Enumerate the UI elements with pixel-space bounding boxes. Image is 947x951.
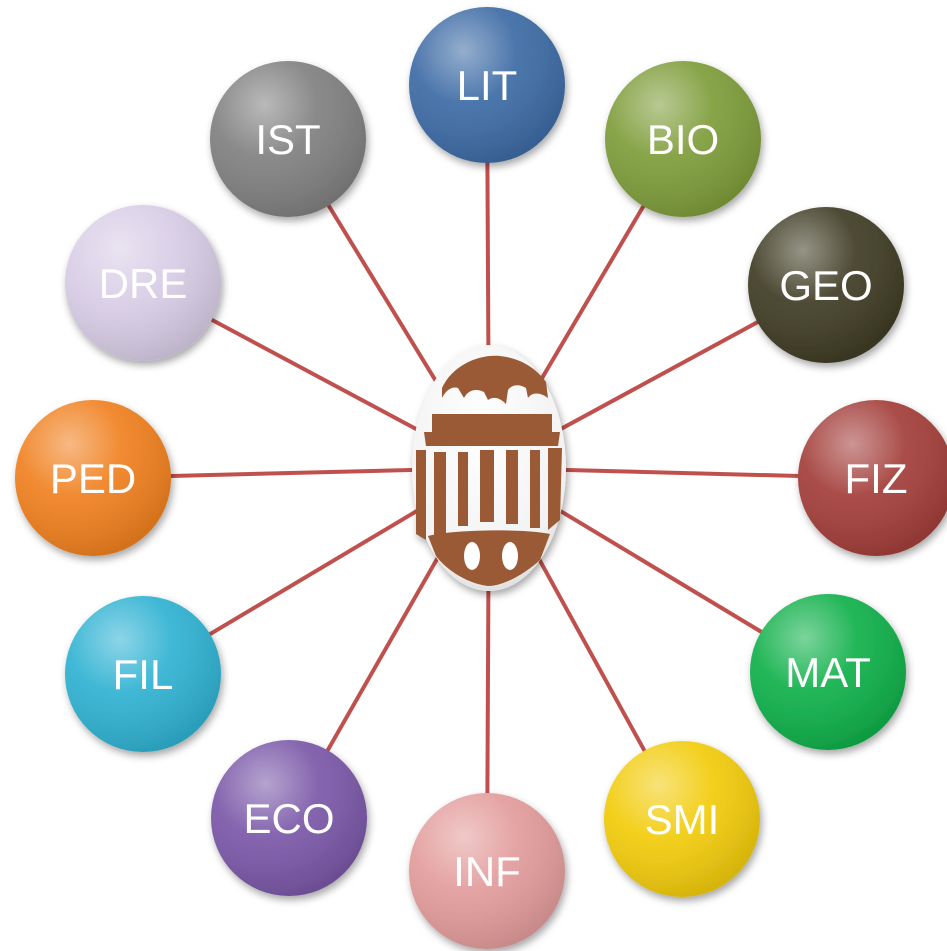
node-label-ped: PED xyxy=(50,455,136,502)
node-sheen-smi xyxy=(604,741,760,897)
node-sheen-ist xyxy=(210,61,366,217)
node-sheen-fiz xyxy=(798,400,947,556)
university-building-icon xyxy=(412,345,566,591)
node-ist: IST xyxy=(210,61,366,217)
node-label-lit: LIT xyxy=(457,62,518,109)
node-lit: LIT xyxy=(409,7,565,163)
node-sheen-fil xyxy=(65,596,221,752)
node-label-fil: FIL xyxy=(113,651,174,698)
node-smi: SMI xyxy=(604,741,760,897)
node-bio: BIO xyxy=(605,61,761,217)
node-sheen-bio xyxy=(605,61,761,217)
node-sheen-dre xyxy=(65,205,221,361)
node-sheen-eco xyxy=(211,740,367,896)
node-label-eco: ECO xyxy=(243,795,334,842)
node-label-bio: BIO xyxy=(647,116,719,163)
node-fil: FIL xyxy=(65,596,221,752)
node-inf: INF xyxy=(409,793,565,949)
node-label-geo: GEO xyxy=(779,262,872,309)
node-sheen-geo xyxy=(748,207,904,363)
node-sheen-ped xyxy=(15,400,171,556)
node-geo: GEO xyxy=(748,207,904,363)
node-label-fiz: FIZ xyxy=(845,455,908,502)
node-label-mat: MAT xyxy=(785,649,871,696)
node-label-dre: DRE xyxy=(99,260,188,307)
subject-nodes: LIT BIO GEO FIZ MAT SMI INF ECO FIL PED DRE IST xyxy=(15,7,947,949)
node-fiz: FIZ xyxy=(798,400,947,556)
node-label-smi: SMI xyxy=(645,796,720,843)
node-dre: DRE xyxy=(65,205,221,361)
node-sheen-inf xyxy=(409,793,565,949)
node-mat: MAT xyxy=(750,594,906,750)
node-sheen-lit xyxy=(409,7,565,163)
node-ped: PED xyxy=(15,400,171,556)
node-sheen-mat xyxy=(750,594,906,750)
node-label-ist: IST xyxy=(255,116,320,163)
node-label-inf: INF xyxy=(453,848,521,895)
node-eco: ECO xyxy=(211,740,367,896)
